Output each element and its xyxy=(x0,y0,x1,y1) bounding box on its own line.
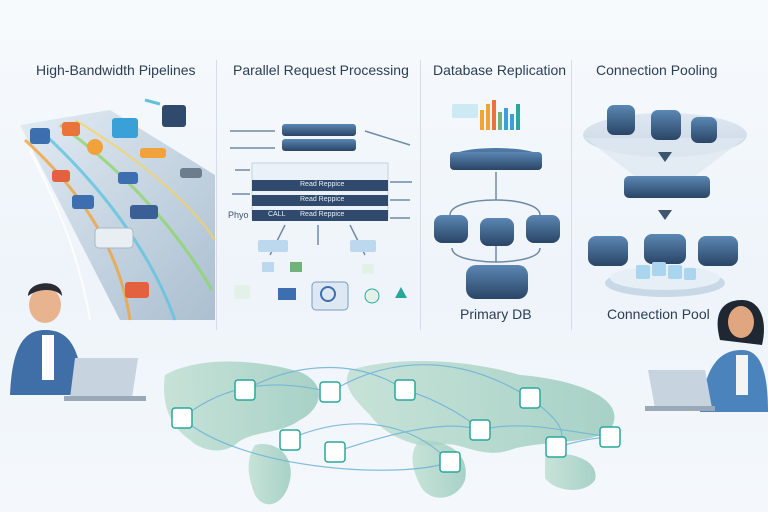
panel-title-parallel: Parallel Request Processing xyxy=(233,62,409,78)
panel-divider xyxy=(571,60,572,330)
person-right xyxy=(645,300,768,412)
side-label: Phyo xyxy=(228,210,249,220)
person-left xyxy=(10,283,146,401)
panel-divider xyxy=(420,60,421,330)
request-row-label: Read Reppice xyxy=(300,211,345,218)
primary-db-label: Primary DB xyxy=(460,306,532,322)
request-row-label: Read Reppice xyxy=(300,181,345,188)
panel-divider xyxy=(216,60,217,330)
connection-pool-label: Connection Pool xyxy=(607,306,710,322)
request-row-label: Read Reppice xyxy=(300,196,345,203)
highway-scene xyxy=(20,98,216,321)
world-map xyxy=(164,360,621,505)
panel-title-pooling: Connection Pooling xyxy=(596,62,718,78)
pooling-scene xyxy=(583,105,747,297)
panel-title-pipelines: High-Bandwidth Pipelines xyxy=(36,62,196,78)
parallel-scene xyxy=(230,124,412,311)
request-row-prefix: CALL xyxy=(268,211,286,218)
panel-title-replication: Database Replication xyxy=(433,62,567,78)
replication-scene xyxy=(434,100,560,299)
